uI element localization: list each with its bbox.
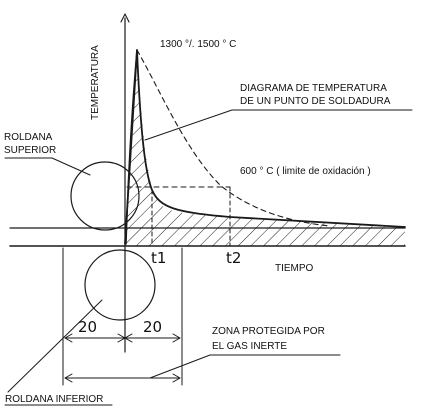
dim-zona-arrow-left-icon [64, 373, 73, 383]
diagram-title-line-1: DIAGRAMA DE TEMPERATURA [240, 83, 387, 94]
dim-zona-arrow-right-icon [172, 373, 181, 383]
dim-left-value: 20 [78, 318, 97, 336]
diagram-title-line-2: DE UN PUNTO DE SOLDADURA [240, 96, 391, 107]
dim-arrow-left-icon [64, 333, 73, 343]
roldana-inferior-leader [7, 299, 103, 393]
temperature-axis-label: TEMPERATURA [90, 45, 101, 120]
oxidation-limit-label: 600 ° C ( limite de oxidación ) [240, 166, 371, 177]
roldana-superior-label-2: SUPERIOR [4, 145, 56, 156]
zona-leader [149, 354, 211, 379]
zona-label-2: EL GAS INERTE [212, 341, 287, 352]
dashed-cooling-curve [136, 49, 331, 227]
t2-label: t2 [226, 249, 241, 267]
zona-label-1: ZONA PROTEGIDA POR [212, 326, 325, 337]
dim-arrow-right-icon [172, 333, 181, 343]
heated-zone-hatch [125, 50, 405, 246]
roldana-inferior-label: ROLDANA INFERIOR [5, 394, 103, 405]
time-axis-label: TIEMPO [275, 263, 314, 274]
dim-right-value: 20 [143, 318, 162, 336]
peak-temperature-label: 1300 °/. 1500 ° C [160, 39, 236, 50]
temperature-curve-rise [125, 49, 138, 245]
roldana-superior-leader [51, 157, 91, 176]
t1-label: t1 [151, 249, 166, 267]
diagram-leader [144, 109, 233, 141]
lower-wheel [84, 249, 156, 321]
roldana-superior-label-1: ROLDANA [4, 132, 53, 143]
dim-arrow-mid-right-icon [124, 333, 133, 343]
upper-wheel [70, 161, 140, 231]
axis-arrow-icon [120, 13, 130, 23]
temperature-curve [124, 49, 406, 245]
